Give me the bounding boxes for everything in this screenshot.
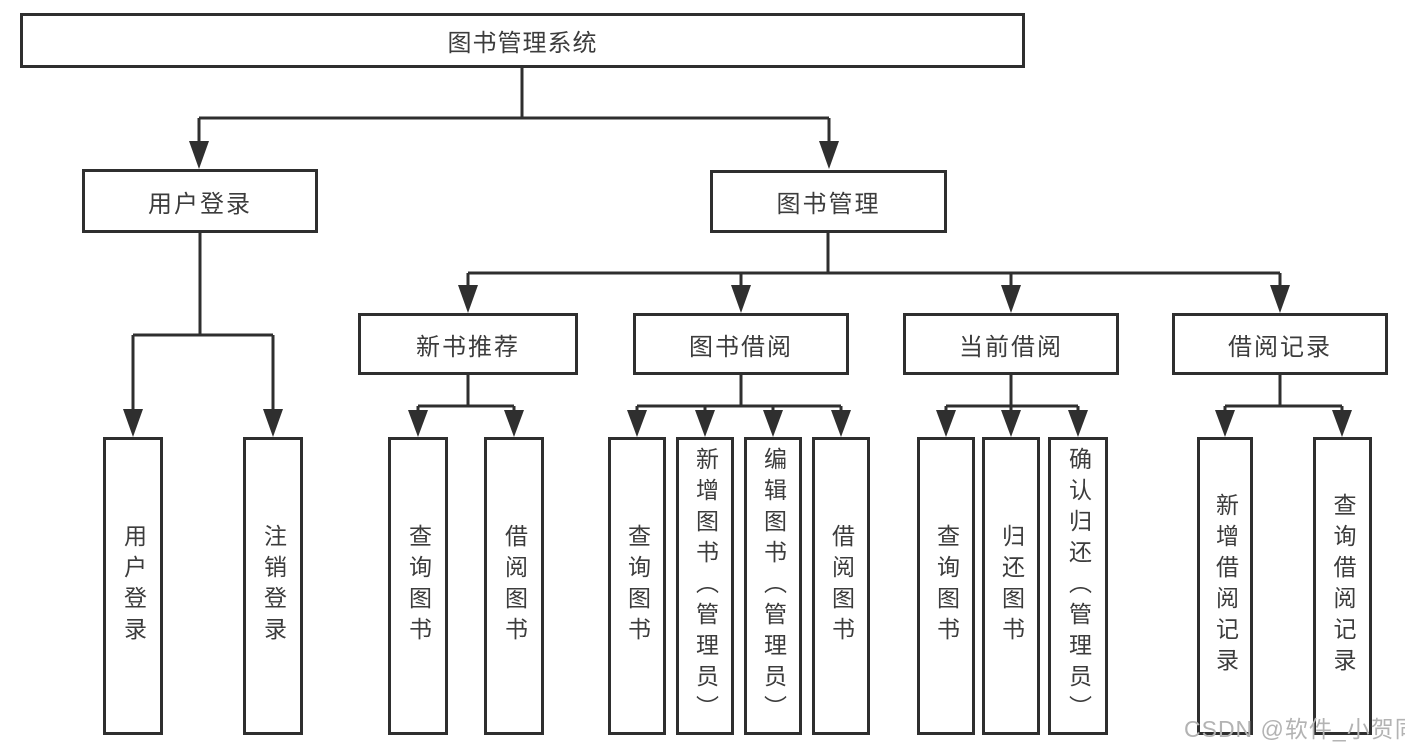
csdn-watermark: CSDN @软件_小贺同学 (1184, 716, 1405, 742)
node-library-system-label: 图书管理系统 (447, 30, 598, 57)
arrowhead (1332, 410, 1352, 437)
node-current-borrow: 当前借阅 (903, 313, 1119, 375)
connector-current-borrow-children (944, 375, 1080, 412)
arrowhead (1270, 285, 1290, 313)
leaf-label: 新增图书（管理员） (692, 446, 719, 726)
arrowhead (1001, 410, 1021, 437)
leaf-label: 注销登录 (260, 524, 287, 648)
node-book-borrow-label: 图书借阅 (689, 333, 793, 361)
node-book-management: 图书管理 (710, 170, 947, 233)
arrowhead (504, 410, 524, 437)
leaf-label: 新增借阅记录 (1212, 493, 1239, 679)
leaf-label: 借阅图书 (828, 524, 855, 648)
arrowhead (731, 285, 751, 313)
leaf-label: 用户登录 (120, 524, 147, 648)
node-book-borrow: 图书借阅 (633, 313, 849, 375)
leaf-label: 查询图书 (624, 524, 651, 648)
leaf-label: 查询图书 (405, 524, 432, 648)
node-leaf-query-books-3: 查询图书 (917, 437, 975, 735)
node-leaf-return-books: 归还图书 (982, 437, 1040, 735)
node-library-system: 图书管理系统 (20, 13, 1025, 68)
node-leaf-add-books-admin: 新增图书（管理员） (676, 437, 734, 735)
node-leaf-borrow-books-2: 借阅图书 (812, 437, 870, 735)
arrowhead (123, 409, 143, 437)
arrowhead (189, 141, 209, 169)
node-new-book-recommend-label: 新书推荐 (416, 333, 520, 361)
connector-new-book-children (416, 375, 516, 412)
arrowhead (819, 141, 839, 169)
node-user-login: 用户登录 (82, 169, 318, 233)
leaf-label: 编辑图书（管理员） (760, 446, 787, 726)
arrowhead (263, 409, 283, 437)
node-book-management-label: 图书管理 (776, 191, 881, 218)
connector-user-login-children (131, 233, 275, 410)
arrowhead (627, 410, 647, 437)
arrowhead (1001, 285, 1021, 313)
node-leaf-query-borrow-record: 查询借阅记录 (1313, 437, 1372, 735)
node-leaf-add-borrow-record: 新增借阅记录 (1197, 437, 1253, 735)
leaf-label: 确认归还（管理员） (1065, 446, 1092, 726)
arrowhead (936, 410, 956, 437)
arrowhead (695, 410, 715, 437)
arrowhead (458, 285, 478, 313)
node-leaf-confirm-return-admin: 确认归还（管理员） (1048, 437, 1108, 735)
connector-root-to-level1 (197, 68, 831, 142)
node-leaf-logout: 注销登录 (243, 437, 303, 735)
connector-book-borrow-children (635, 375, 843, 412)
node-new-book-recommend: 新书推荐 (358, 313, 578, 375)
arrowhead (408, 410, 428, 437)
node-leaf-borrow-books-1: 借阅图书 (484, 437, 544, 735)
node-borrow-records: 借阅记录 (1172, 313, 1388, 375)
leaf-label: 查询借阅记录 (1330, 493, 1356, 679)
node-leaf-user-login: 用户登录 (103, 437, 163, 735)
node-current-borrow-label: 当前借阅 (959, 333, 1063, 361)
node-leaf-query-books-2: 查询图书 (608, 437, 666, 735)
arrowhead (763, 410, 783, 437)
leaf-label: 归还图书 (998, 524, 1025, 648)
connector-book-mgmt-children (466, 233, 1282, 287)
arrowheads (123, 141, 1352, 437)
arrowhead (1068, 410, 1088, 437)
connector-borrow-records-children (1223, 375, 1344, 412)
node-leaf-query-books-1: 查询图书 (388, 437, 448, 735)
node-leaf-edit-books-admin: 编辑图书（管理员） (744, 437, 802, 735)
leaf-label: 查询图书 (933, 524, 960, 648)
leaf-label: 借阅图书 (501, 524, 528, 648)
arrowhead (831, 410, 851, 437)
arrowhead (1215, 410, 1235, 437)
node-borrow-records-label: 借阅记录 (1228, 333, 1332, 361)
node-user-login-label: 用户登录 (148, 190, 252, 218)
